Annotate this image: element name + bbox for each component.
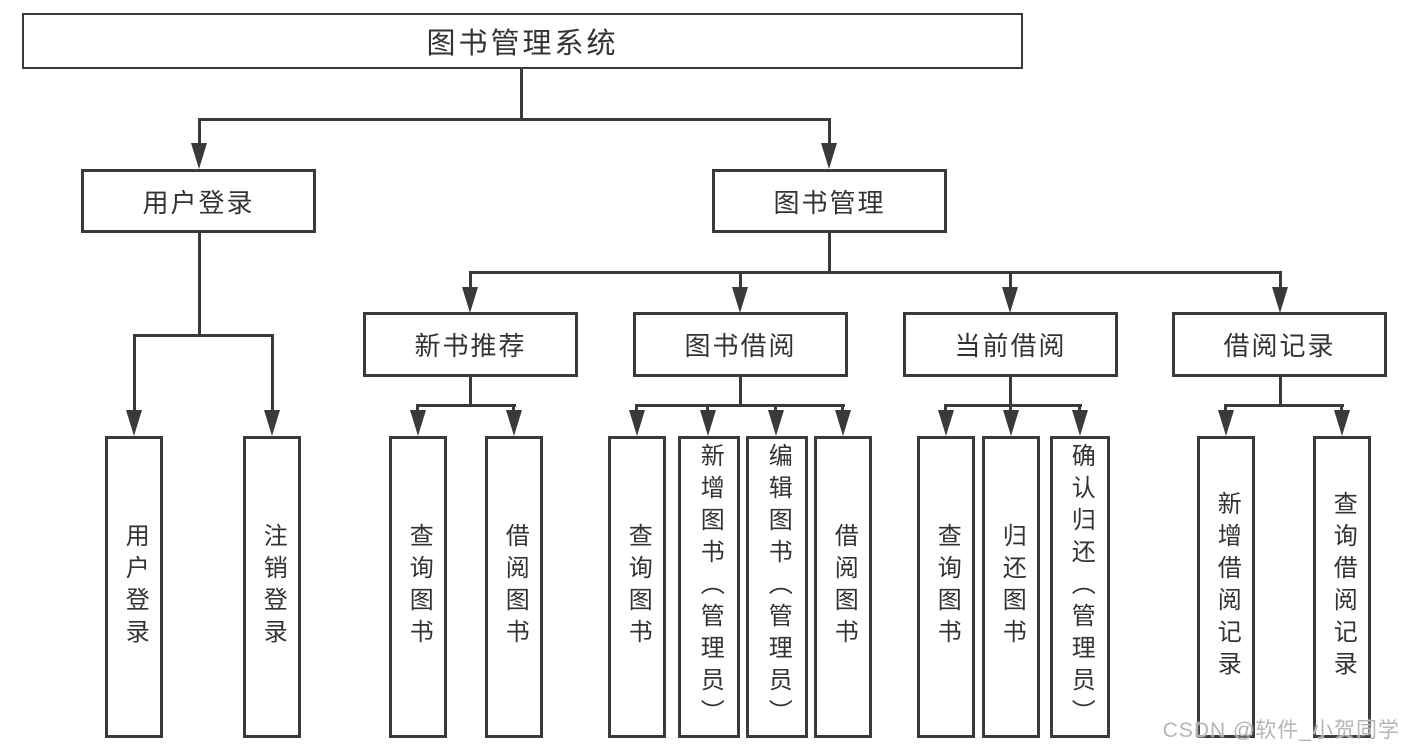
node-root-library-management-system: 图书管理系统 (22, 13, 1023, 69)
leaf-current-query-books: 查询图书 (917, 436, 975, 738)
node-borrowing-records: 借阅记录 (1172, 312, 1387, 377)
leaf-user-login: 用户登录 (105, 436, 163, 738)
arrow-down-icon (410, 410, 426, 436)
leaf-recommend-query-books: 查询图书 (389, 436, 447, 738)
connector-line (198, 118, 831, 121)
connector-line (1078, 404, 1081, 414)
arrow-down-icon (1003, 410, 1019, 436)
arrow-down-icon (1072, 410, 1088, 436)
arrow-down-icon (462, 287, 478, 313)
leaf-label: 归还图书 (998, 523, 1026, 651)
leaf-label: 新增借阅记录 (1213, 491, 1241, 683)
leaf-label: 查询图书 (405, 523, 433, 651)
connector-line (739, 271, 742, 289)
node-new-book-recommendation: 新书推荐 (363, 312, 578, 377)
connector-line (1224, 404, 1227, 414)
leaf-add-borrow-record: 新增借阅记录 (1197, 436, 1255, 738)
leaf-add-books-admin: 新增图书（管理员） (678, 436, 740, 738)
connector-line (774, 404, 777, 414)
connector-line (271, 334, 274, 414)
arrow-down-icon (768, 410, 784, 436)
connector-line (1009, 404, 1012, 414)
arrow-down-icon (191, 143, 207, 169)
connector-line (133, 334, 274, 337)
connector-line (1340, 404, 1343, 414)
leaf-confirm-return-admin: 确认归还（管理员） (1050, 436, 1110, 738)
connector-line (520, 68, 523, 121)
connector-line (706, 404, 709, 414)
arrow-down-icon (1002, 287, 1018, 313)
connector-line (945, 404, 1082, 407)
connector-line (1279, 375, 1282, 407)
connector-line (1009, 271, 1012, 289)
node-current-borrowing: 当前借阅 (903, 312, 1118, 377)
connector-line (944, 404, 947, 414)
arrow-down-icon (1218, 410, 1234, 436)
connector-line (635, 404, 638, 414)
arrow-down-icon (835, 410, 851, 436)
connector-line (636, 404, 845, 407)
connector-line (828, 118, 831, 146)
leaf-query-borrow-record: 查询借阅记录 (1313, 436, 1371, 738)
leaf-label: 编辑图书（管理员） (764, 443, 792, 731)
arrow-down-icon (1272, 287, 1288, 313)
connector-line (512, 404, 515, 414)
connector-line (417, 404, 516, 407)
connector-line (469, 375, 472, 407)
arrow-down-icon (821, 143, 837, 169)
arrow-down-icon (1334, 410, 1350, 436)
arrow-down-icon (732, 287, 748, 313)
node-book-borrowing: 图书借阅 (633, 312, 848, 377)
leaf-label: 注销登录 (259, 523, 287, 651)
leaf-borrowing-borrow-books: 借阅图书 (814, 436, 872, 738)
connector-line (1279, 271, 1282, 289)
node-label: 借阅记录 (1223, 331, 1336, 361)
arrow-down-icon (629, 410, 645, 436)
connector-line (198, 232, 201, 337)
node-label: 图书管理 (773, 187, 886, 218)
leaf-borrowing-query-books: 查询图书 (608, 436, 666, 738)
leaf-label: 借阅图书 (501, 523, 529, 651)
connector-line (198, 118, 201, 146)
connector-line (469, 271, 1282, 274)
leaf-label: 新增图书（管理员） (696, 443, 724, 731)
leaf-label: 查询借阅记录 (1329, 491, 1357, 683)
arrow-down-icon (264, 410, 280, 436)
connector-line (828, 231, 831, 274)
connector-line (416, 404, 419, 414)
node-label: 图书借阅 (684, 331, 797, 361)
leaf-label: 确认归还（管理员） (1067, 443, 1095, 731)
arrow-down-icon (938, 410, 954, 436)
node-label: 当前借阅 (954, 331, 1067, 361)
arrow-down-icon (506, 410, 522, 436)
connector-line (739, 375, 742, 407)
leaf-recommend-borrow-books: 借阅图书 (485, 436, 543, 738)
node-book-management: 图书管理 (712, 169, 947, 233)
leaf-edit-books-admin: 编辑图书（管理员） (746, 436, 808, 738)
connector-line (841, 404, 844, 414)
leaf-label: 查询图书 (933, 523, 961, 651)
node-label: 用户登录 (142, 187, 255, 218)
node-label: 新书推荐 (414, 331, 527, 361)
arrow-down-icon (126, 410, 142, 436)
leaf-label: 查询图书 (624, 523, 652, 651)
leaf-return-books: 归还图书 (982, 436, 1040, 738)
connector-line (1225, 404, 1344, 407)
leaf-label: 用户登录 (121, 523, 149, 651)
node-label: 图书管理系统 (426, 28, 619, 60)
connector-line (469, 271, 472, 289)
node-user-login: 用户登录 (81, 169, 316, 233)
connector-line (133, 334, 136, 414)
connector-line (1009, 375, 1012, 407)
arrow-down-icon (700, 410, 716, 436)
leaf-logout: 注销登录 (243, 436, 301, 738)
csdn-watermark: CSDN @软件_小贺同学 (1162, 719, 1400, 742)
leaf-label: 借阅图书 (830, 523, 858, 651)
